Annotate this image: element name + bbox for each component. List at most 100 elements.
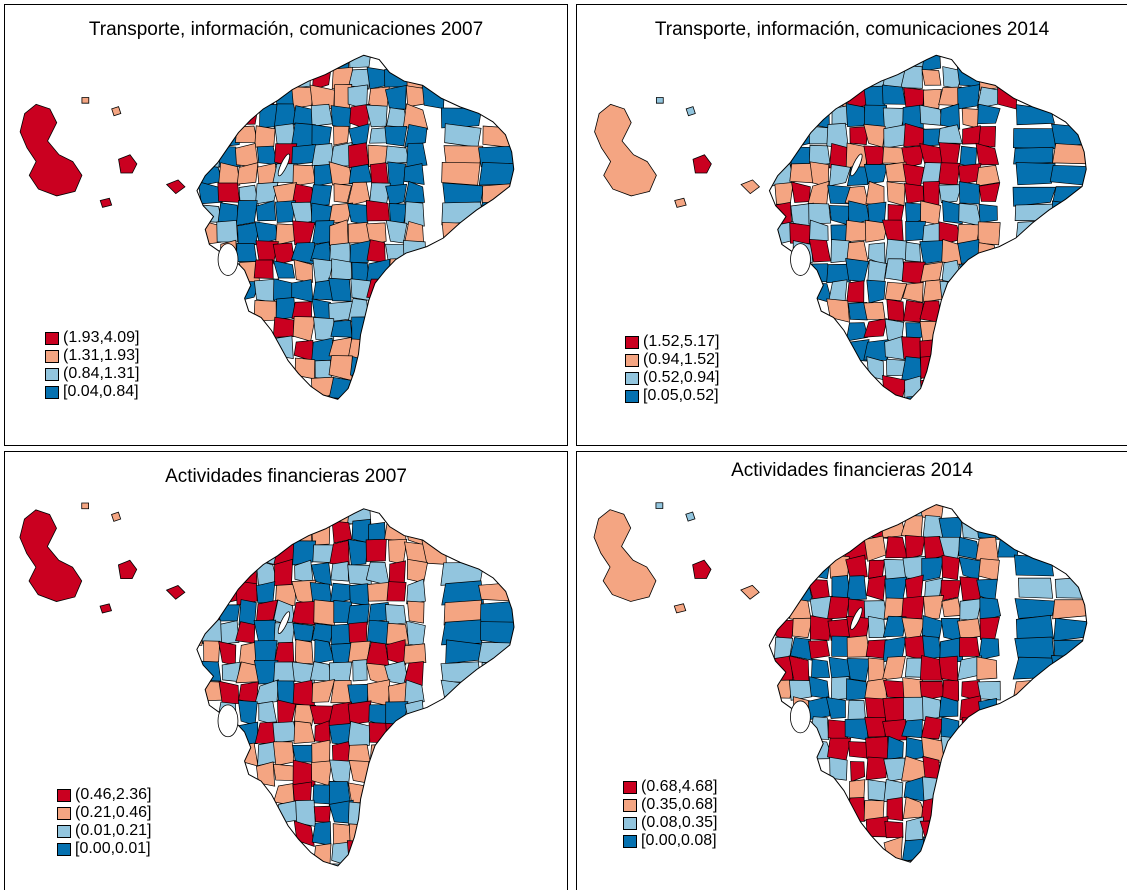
choropleth-map (594, 54, 1087, 400)
canton-region (956, 64, 982, 87)
canton-region (1054, 576, 1087, 599)
canton-region (329, 539, 350, 566)
canton-region (255, 181, 279, 205)
canton-region (347, 539, 368, 566)
canton-region (938, 516, 963, 541)
canton-region (310, 103, 333, 127)
canton-region (330, 319, 353, 338)
canton-region (272, 763, 295, 781)
island-region (111, 106, 122, 117)
canton-region (774, 182, 794, 205)
canton-region (348, 123, 370, 145)
canton-region (238, 742, 259, 767)
canton-region (865, 180, 885, 207)
canton-region (255, 599, 279, 623)
map-panel-transporte-2007: Transporte, información, comunicaciones … (4, 4, 568, 446)
canton-region (406, 578, 426, 605)
canton-region (236, 200, 258, 226)
legend-item: (0.94,1.52] (625, 351, 720, 369)
canton-region (291, 144, 317, 165)
choropleth-map (19, 502, 515, 867)
canton-region (919, 240, 944, 265)
canton-region (294, 639, 314, 665)
country-outline (196, 508, 515, 867)
map-panel-financieras-2007: Actividades financieras 2007 (0.46,2.36]… (4, 451, 568, 890)
map-legend: (0.46,2.36] (0.21,0.46] (0.01,0.21] [0.0… (57, 786, 152, 858)
canton-region (256, 761, 276, 787)
island-region (655, 502, 664, 509)
canton-region (845, 103, 866, 127)
canton-region (976, 656, 998, 680)
canton-region (808, 125, 830, 145)
canton-region (940, 579, 962, 602)
canton-region (978, 203, 998, 223)
canton-region (440, 679, 480, 706)
legend-swatch (45, 349, 59, 363)
canton-regions (196, 55, 514, 400)
legend-label: (0.46,2.36] (75, 786, 152, 803)
canton-region (445, 639, 484, 664)
legend-label: [0.04,0.84] (63, 383, 139, 400)
canton-region (406, 558, 428, 584)
canton-region (850, 761, 866, 783)
canton-region (977, 221, 1001, 246)
canton-region (347, 721, 371, 746)
canton-region (826, 263, 851, 283)
canton-region (828, 163, 852, 187)
map-title: Transporte, información, comunicaciones … (88, 19, 484, 40)
canton-region (1015, 162, 1056, 186)
canton-region (959, 598, 983, 622)
canton-region (941, 554, 960, 581)
canton-region (788, 679, 813, 701)
canton-region (901, 145, 926, 168)
island-region (740, 584, 760, 600)
canton-region (906, 395, 923, 400)
legend-label: [0.00,0.08] (641, 832, 717, 849)
canton-region (807, 180, 830, 206)
canton-region (940, 735, 961, 762)
canton-region (828, 279, 848, 303)
island-region (81, 502, 90, 510)
canton-region (313, 317, 335, 342)
legend-item: (0.01,0.21] (57, 822, 152, 840)
canton-region (863, 164, 889, 184)
gulf-water (790, 243, 811, 276)
canton-region (346, 603, 370, 625)
legend-swatch (625, 371, 639, 385)
canton-region (884, 820, 904, 839)
canton-region (444, 123, 482, 148)
canton-region (385, 145, 410, 165)
canton-region (919, 655, 944, 681)
canton-region (480, 621, 514, 647)
canton-region (237, 700, 258, 726)
canton-region (938, 655, 959, 682)
legend-label: (0.84,1.31] (63, 365, 140, 382)
canton-region (388, 560, 406, 585)
canton-region (940, 103, 961, 130)
canton-region (1012, 656, 1056, 680)
island-region (19, 103, 83, 197)
canton-region (386, 581, 407, 602)
canton-region (404, 180, 425, 204)
canton-region (403, 643, 427, 664)
canton-region (310, 562, 333, 586)
canton-region (253, 259, 274, 279)
canton-regions (196, 508, 514, 866)
canton-region (481, 662, 514, 686)
canton-region (386, 639, 407, 666)
legend-label: (0.01,0.21] (75, 822, 152, 839)
canton-region (1049, 164, 1087, 187)
lake-water (277, 611, 291, 634)
canton-region (808, 238, 832, 263)
canton-region (882, 615, 907, 638)
canton-region (792, 617, 813, 639)
canton-region (1013, 146, 1054, 165)
canton-region (938, 184, 963, 204)
canton-region (827, 596, 850, 620)
island-region (165, 179, 186, 195)
canton-region (882, 84, 906, 105)
map-title: Transporte, información, comunicaciones … (654, 19, 1050, 40)
gulf-water (217, 704, 239, 738)
legend-swatch (625, 353, 639, 367)
canton-region (978, 637, 1000, 661)
